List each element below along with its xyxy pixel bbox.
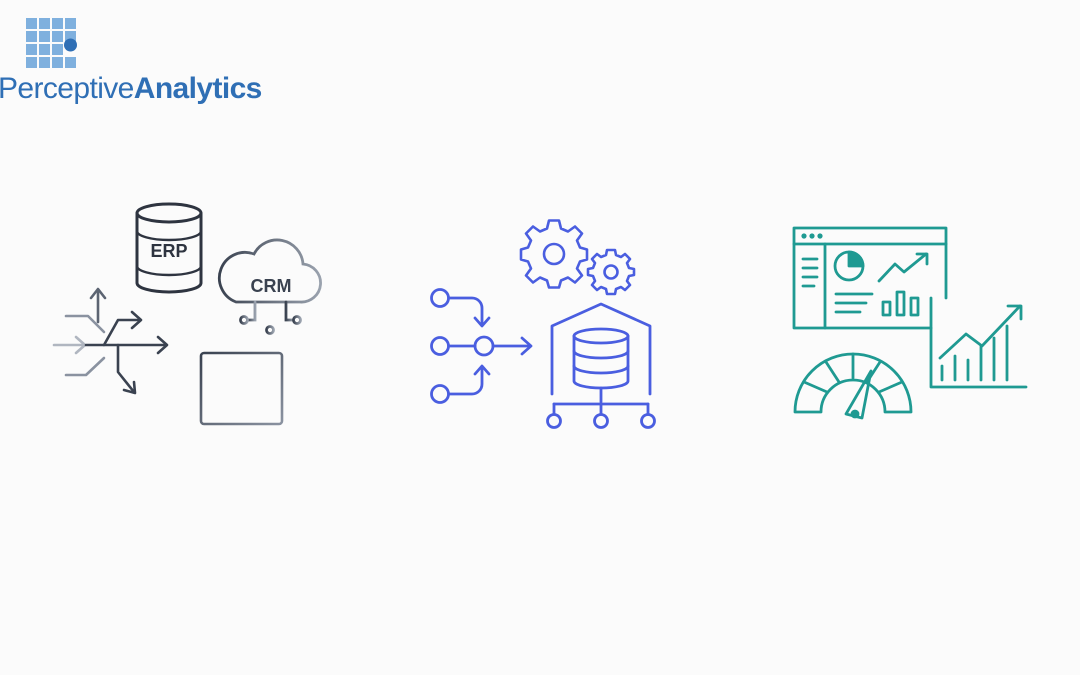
- crm-cloud-icon: [217, 238, 322, 335]
- data-warehouse-icon: [546, 302, 656, 429]
- brand-name-light: Perceptive: [0, 72, 134, 105]
- brand-logo: PerceptiveAnalytics: [0, 18, 262, 105]
- pipeline-merge-icon: [430, 288, 533, 404]
- svg-text:PerceptiveAnalytics: PerceptiveAnalytics: [0, 72, 262, 105]
- crm-label: CRM: [251, 276, 292, 296]
- logo-grid-icon: [26, 18, 77, 68]
- analytics-group: [792, 226, 1028, 420]
- growth-chart-icon: [929, 296, 1028, 389]
- gears-icon: [519, 219, 636, 296]
- erp-database-icon: [135, 202, 203, 294]
- pipeline-group: [430, 219, 656, 429]
- erp-label: ERP: [150, 241, 187, 261]
- data-flow-arrows-icon: [52, 287, 169, 395]
- brand-name-bold: Analytics: [134, 72, 262, 105]
- dashboard-screen-icon: [792, 226, 948, 330]
- spreadsheet-table-icon: [199, 351, 284, 426]
- data-sources-group: ERP CRM: [52, 202, 322, 426]
- speedometer-gauge-icon: [793, 352, 913, 420]
